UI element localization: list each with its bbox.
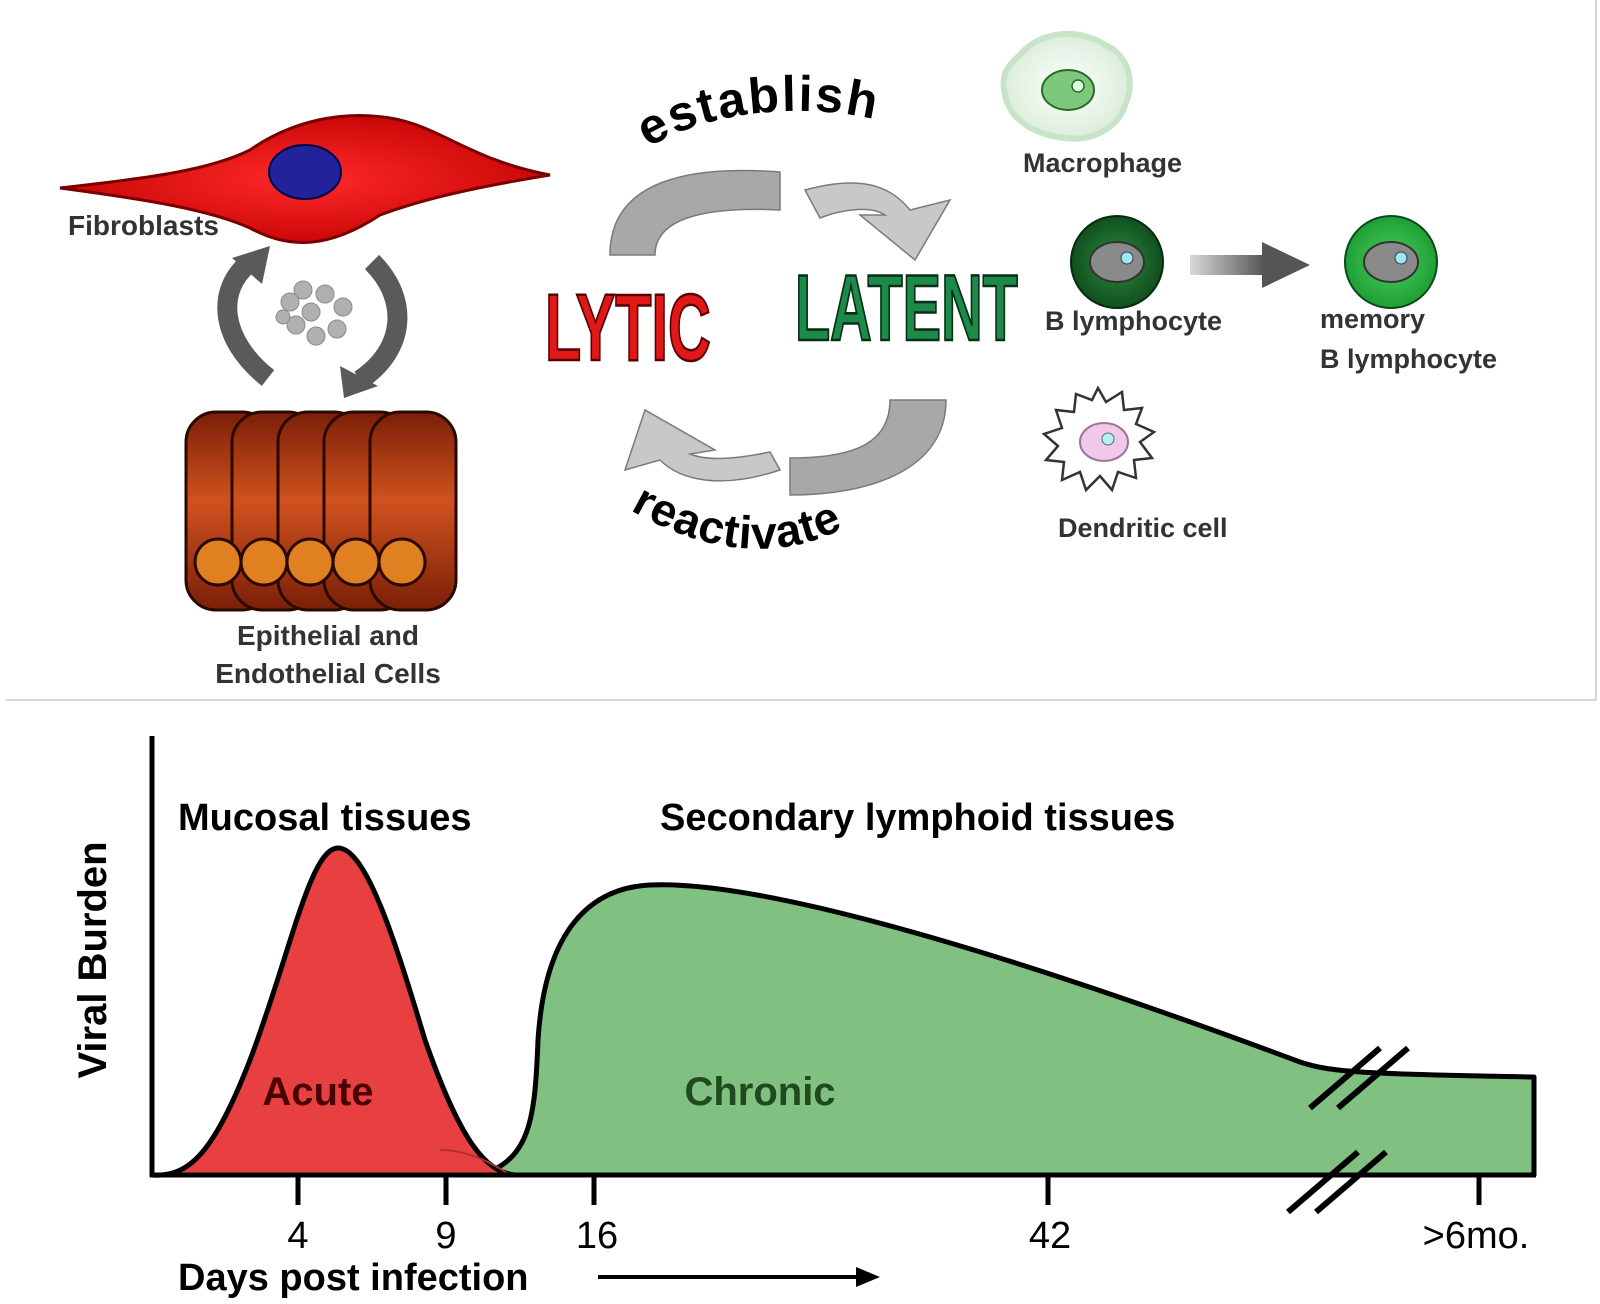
- memory-label-line2: B lymphocyte: [1320, 344, 1497, 374]
- viral-burden-chart: 4 9 16 42 >6mo. Mucosal tissues Secondar…: [71, 736, 1537, 1299]
- series-label-chronic: Chronic: [684, 1070, 835, 1114]
- x-axis-direction-arrow: [598, 1267, 880, 1287]
- differentiation-arrow: [1190, 242, 1310, 288]
- x-tick-label: 16: [576, 1215, 618, 1257]
- x-tick-label: >6mo.: [1423, 1215, 1530, 1257]
- fibroblast-nucleus: [268, 144, 342, 200]
- x-tick-label: 9: [435, 1215, 456, 1257]
- region-label-mucosal: Mucosal tissues: [178, 797, 472, 839]
- epithelial-label-line1: Epithelial and: [237, 620, 419, 651]
- dendritic-cell: [1041, 385, 1157, 493]
- fibroblast-cell: [59, 114, 551, 244]
- acute-area: [149, 845, 518, 1178]
- x-tick-label: 4: [287, 1215, 308, 1257]
- virion-cluster: [275, 280, 353, 346]
- x-tick-label: 42: [1029, 1215, 1071, 1257]
- series-label-acute: Acute: [262, 1070, 373, 1114]
- epithelial-cells: [184, 410, 458, 612]
- macrophage-cell: [1000, 30, 1133, 142]
- x-axis-label: Days post infection: [178, 1257, 529, 1299]
- cycle-arrow-top: [609, 169, 952, 262]
- b-lymphocyte-cell: [1070, 215, 1164, 309]
- region-label-lymphoid: Secondary lymphoid tissues: [660, 797, 1175, 839]
- dendritic-label: Dendritic cell: [1058, 513, 1228, 543]
- lytic-label: LYTIC: [545, 274, 711, 381]
- cycle-arrow-bottom: [623, 399, 947, 496]
- chronic-area: [477, 882, 1537, 1178]
- y-axis-label: Viral Burden: [71, 841, 115, 1078]
- macrophage-label: Macrophage: [1023, 148, 1182, 178]
- epithelial-label-line2: Endothelial Cells: [215, 658, 441, 689]
- memory-b-lymphocyte-cell: [1344, 215, 1438, 309]
- establish-label: establish: [627, 66, 884, 157]
- b-lymphocyte-label: B lymphocyte: [1045, 306, 1222, 336]
- memory-label-line1: memory: [1320, 304, 1425, 334]
- axis-break-marks: [1286, 1045, 1410, 1215]
- latent-label: LATENT: [795, 257, 1018, 361]
- fibroblasts-label: Fibroblasts: [68, 210, 219, 241]
- infection-cycle-arrows: [217, 246, 408, 398]
